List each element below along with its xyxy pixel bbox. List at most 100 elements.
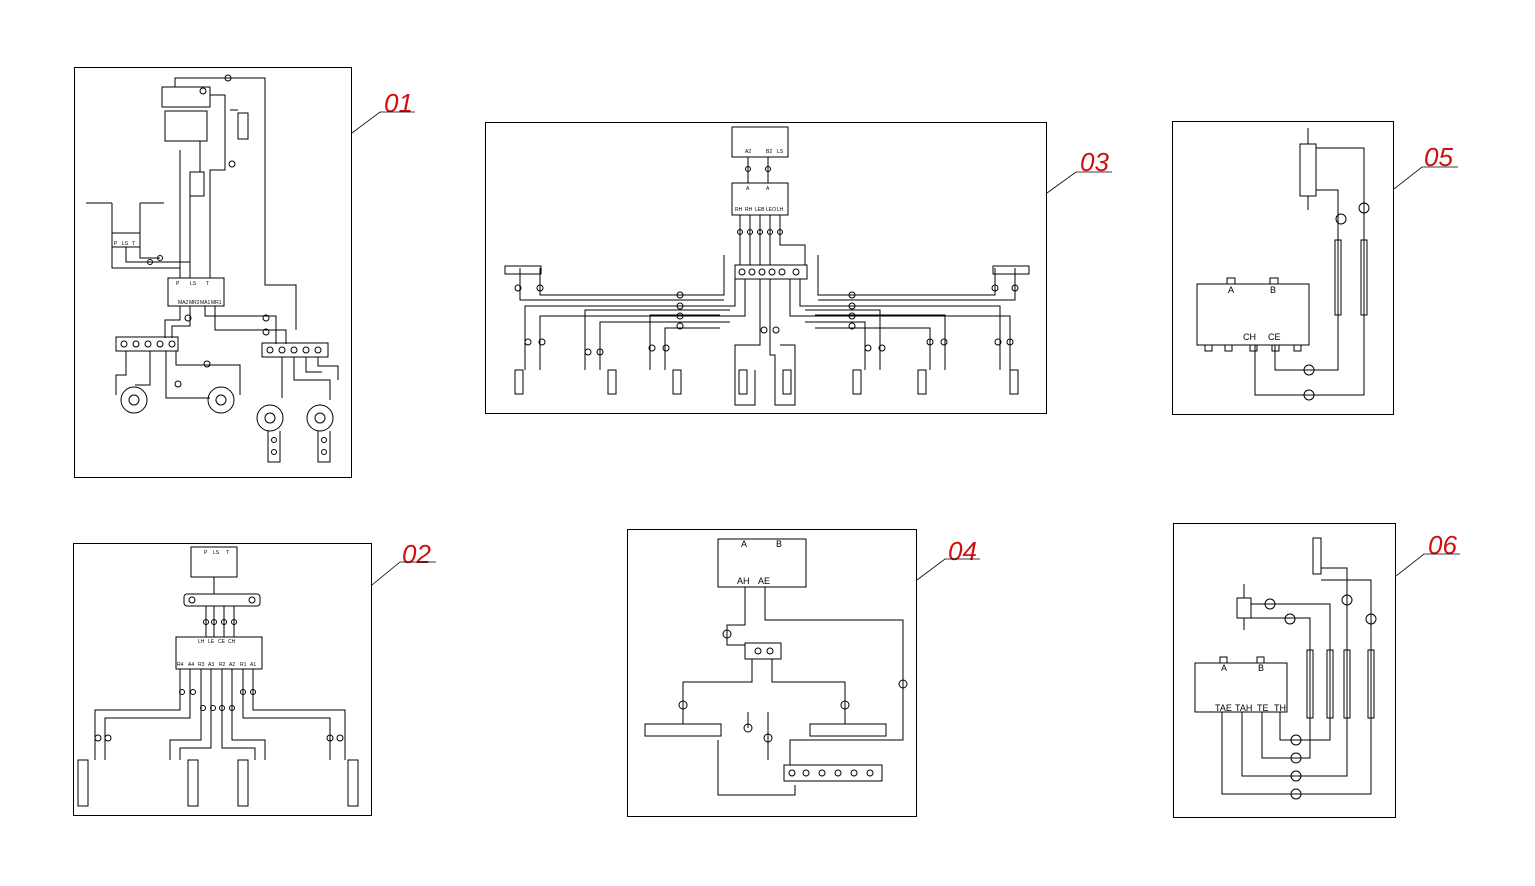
d05-port-ch: CH [1243, 332, 1256, 342]
main-valve-port-ma2: MA2 [178, 300, 189, 306]
d06-cylinder-top [1312, 537, 1322, 575]
d06-port-b: B [1258, 663, 1264, 673]
d02-top-port-t: T [226, 550, 229, 556]
diagram-03: A2 B2 LS A A RH RH LEB LEO LH [504, 126, 1030, 406]
d02-bottom-port-r4: R4 [177, 662, 184, 668]
d05-hose-1 [1334, 239, 1342, 316]
d04-cylinder-left [644, 723, 722, 737]
main-valve-port-ls: LS [190, 281, 197, 287]
d04-manifold [783, 764, 883, 782]
d04-port-a: A [741, 539, 747, 549]
cylinder-4 [347, 759, 359, 807]
d03-bottom-port-rh2: RH [745, 207, 753, 213]
d04-port-ae: AE [758, 576, 770, 586]
diagram-04: A B AH AE [644, 538, 908, 796]
d03-cylinder-left [504, 265, 542, 275]
d06-hose-2 [1326, 649, 1334, 719]
cylinder-1 [77, 759, 89, 807]
callout-04: 04 [948, 536, 977, 566]
motor-left-1 [120, 386, 148, 414]
d03-valve-top [731, 126, 789, 158]
d04-cylinder-right [809, 723, 887, 737]
d02-mid-port-lh: LH [198, 639, 205, 645]
d06-port-te: TE [1257, 703, 1269, 713]
d05-port-b: B [1270, 285, 1276, 295]
leader-lines [351, 111, 1460, 586]
d05-port-a: A [1228, 285, 1234, 295]
motor-right-2 [306, 404, 334, 432]
d03-cyl-6 [852, 369, 862, 395]
d03-bottom-port-leb: LEB [755, 207, 765, 213]
d02-bottom-port-a2: A2 [229, 662, 235, 668]
callout-01: 01 [384, 88, 413, 118]
d02-mid-port-ce: CE [218, 639, 226, 645]
diagram-06: A B TAE TAH TE TH [1194, 537, 1377, 800]
d04-valve [717, 538, 807, 588]
d03-bottom-port-leo: LEO [766, 207, 776, 213]
d02-bottom-port-r1: R1 [240, 662, 247, 668]
main-valve-port-mr1: MR1 [211, 300, 222, 306]
d03-top-port-b2: B2 [766, 149, 772, 155]
motor [189, 171, 205, 197]
d04-port-b: B [776, 539, 782, 549]
small-valve-port-ls: LS [122, 241, 129, 247]
diagram-01-frame [74, 67, 352, 478]
d02-top-port-ls: LS [213, 550, 220, 556]
diagram-02: P LS T LH LE CE CH R4 A4 R3 A3 R2 A2 R1 … [77, 546, 359, 807]
d02-bottom-port-a1: A1 [250, 662, 256, 668]
diagram-05-frame [1172, 121, 1394, 415]
d03-cyl-5 [782, 369, 792, 395]
tank-unit [164, 110, 208, 142]
d03-cyl-1 [514, 369, 524, 395]
main-valve-port-t: T [206, 281, 209, 287]
small-valve-port-t: T [132, 241, 135, 247]
d05-cylinder [1299, 143, 1317, 197]
d02-top-port-p: P [204, 550, 208, 556]
d03-cyl-4 [738, 369, 748, 395]
d03-cylinder-right [992, 265, 1030, 275]
callout-06: 06 [1428, 530, 1457, 560]
d04-port-ah: AH [737, 576, 750, 586]
d05-port-ce: CE [1268, 332, 1281, 342]
d03-cyl-2 [607, 369, 617, 395]
cylinder-2 [187, 759, 199, 807]
d06-port-a: A [1221, 663, 1227, 673]
diagram-06-frame [1173, 523, 1396, 818]
main-valve [167, 277, 225, 307]
d02-bottom-port-r3: R3 [198, 662, 205, 668]
d05-hose-2 [1360, 239, 1368, 316]
main-valve-port-p: P [176, 281, 180, 287]
d03-cyl-8 [1009, 369, 1019, 395]
d06-port-th: TH [1274, 703, 1286, 713]
small-valve-port-p: P [114, 241, 118, 247]
d03-cyl-7 [917, 369, 927, 395]
d04-flow-divider [744, 642, 782, 660]
flow-divider [183, 593, 261, 607]
d03-mid-port-a2: A [766, 186, 770, 192]
d03-bottom-port-rh1: RH [735, 207, 743, 213]
d06-valve [1194, 662, 1288, 713]
d03-bottom-port-lh: LH [777, 207, 784, 213]
d06-hose-3 [1343, 649, 1351, 719]
left-manifold [115, 336, 179, 352]
d06-port-tah: TAH [1235, 703, 1252, 713]
callout-02: 02 [402, 539, 431, 569]
d03-top-port-a2: A2 [745, 149, 751, 155]
d06-port-tae: TAE [1215, 703, 1232, 713]
d03-manifold [734, 264, 808, 280]
motor-left-2 [207, 386, 235, 414]
distribution-valve [175, 636, 263, 670]
d06-hose-1 [1306, 649, 1314, 719]
d02-bottom-port-r2: R2 [219, 662, 226, 668]
right-manifold [261, 342, 329, 358]
d03-cyl-3 [672, 369, 682, 395]
filter [237, 112, 249, 140]
cylinder-3 [237, 759, 249, 807]
d06-hose-4 [1367, 649, 1375, 719]
diagram-05: A B CH CE [1196, 128, 1370, 401]
d03-mid-port-a1: A [746, 186, 750, 192]
diagram-01: P LS T P LS T MA2 MR2 MA1 MR1 [86, 74, 339, 463]
d03-top-port-ls: LS [777, 149, 784, 155]
d02-mid-port-le: LE [208, 639, 215, 645]
